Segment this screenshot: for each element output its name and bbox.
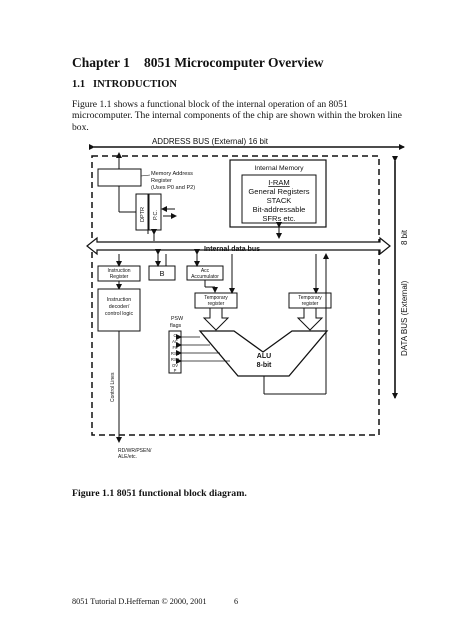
iram-line-2: STACK [267, 196, 292, 205]
temp-right-label-2: register [302, 301, 319, 307]
alu-label-1: ALU [257, 353, 271, 360]
temp-register-right: Temporary register [288, 254, 332, 309]
psw-flag: F0 [173, 345, 179, 350]
pc-label: P.C. [153, 210, 159, 220]
internal-memory-label: Internal Memory [254, 165, 304, 172]
dptr-pc-registers: DPTR P.C. [118, 190, 177, 241]
temp-left-label-2: register [208, 301, 225, 307]
data-bus-label: DATA BUS (External) [400, 280, 409, 356]
psw-flag: AC [172, 339, 178, 344]
alu: ALU 8-bit [198, 253, 329, 395]
page-number: 6 [234, 597, 239, 606]
mar-label-3: (Uses P0 and P2) [151, 185, 195, 191]
acc-label-2: Accumulator [191, 274, 219, 280]
intro-paragraph: Figure 1.1 shows a functional block of t… [72, 99, 402, 133]
psw-flag: RS0 [171, 357, 180, 362]
alu-label-2: 8-bit [257, 362, 272, 369]
acc-label-1: Acc [201, 268, 210, 274]
chapter-number: Chapter 1 [72, 55, 130, 70]
b-register: B [148, 249, 176, 281]
chapter-heading: Chapter 1 8051 Microcomputer Overview [72, 55, 323, 71]
iram-title: I-RAM [268, 178, 290, 187]
iram-line-1: General Registers [248, 187, 309, 196]
iram-line-4: SFRs etc. [262, 214, 295, 223]
mar-label-2: Register [151, 178, 172, 184]
chip-boundary [91, 155, 380, 436]
dptr-label: DPTR [140, 207, 146, 222]
figure-caption: Figure 1.1 8051 functional block diagram… [72, 488, 247, 499]
control-signals-2: ALE/etc. [118, 454, 137, 460]
iram-line-3: Bit-addressable [253, 205, 306, 214]
internal-memory: Internal Memory I-RAM General Registers … [229, 159, 327, 239]
psw-flags: PSW flags C AC F0 RS1 RS0 OV P [168, 316, 230, 374]
psw-title-1: PSW [171, 316, 183, 322]
address-bus: ADDRESS BUS (External) 16 bit [89, 137, 405, 150]
decoder-label-3: control logic [105, 311, 134, 317]
alu-input-arrows [202, 307, 324, 331]
instruction-register: Instruction Register [97, 254, 141, 290]
section-heading: 1.1 INTRODUCTION [72, 79, 177, 90]
psw-flag: OV [172, 363, 178, 368]
control-signals-1: RD/WR/PSEN/ [118, 448, 152, 454]
accumulator: Acc Accumulator [186, 249, 224, 293]
control-lines-label: Control Lines [110, 372, 116, 402]
temp-left-label-1: Temporary [204, 295, 228, 301]
internal-data-bus-label: Internal data bus [204, 246, 260, 253]
psw-flag: RS1 [171, 351, 180, 356]
psw-title-2: flags [170, 323, 182, 329]
internal-data-bus: Internal data bus [86, 236, 391, 256]
external-data-bus: DATA BUS (External) 8 bit [392, 156, 409, 399]
memory-address-register: Memory Address Register (Uses P0 and P2) [97, 152, 195, 191]
decoder-label-2: decoder/ [109, 304, 130, 310]
ir-label-1: Instruction [107, 268, 130, 274]
decoder-label-1: Instruction [107, 297, 131, 303]
footer-text: 8051 Tutorial D.Heffernan © 2000, 2001 [72, 597, 207, 606]
section-title: INTRODUCTION [93, 79, 178, 90]
control-lines: Control Lines RD/WR/PSEN/ ALE/etc. [110, 331, 152, 460]
data-bus-width: 8 bit [400, 229, 409, 245]
mar-label-1: Memory Address [151, 171, 193, 177]
psw-flag: C [173, 333, 176, 338]
temp-right-label-1: Temporary [298, 295, 322, 301]
instruction-decoder: Instruction decoder/ control logic [97, 288, 141, 332]
b-label: B [159, 269, 164, 278]
ir-label-2: Register [110, 274, 129, 280]
temp-register-left: Temporary register [194, 254, 238, 309]
psw-flag: P [174, 368, 177, 373]
chapter-title: 8051 Microcomputer Overview [144, 55, 324, 70]
address-bus-label: ADDRESS BUS (External) 16 bit [152, 137, 269, 146]
section-number: 1.1 [72, 79, 86, 90]
